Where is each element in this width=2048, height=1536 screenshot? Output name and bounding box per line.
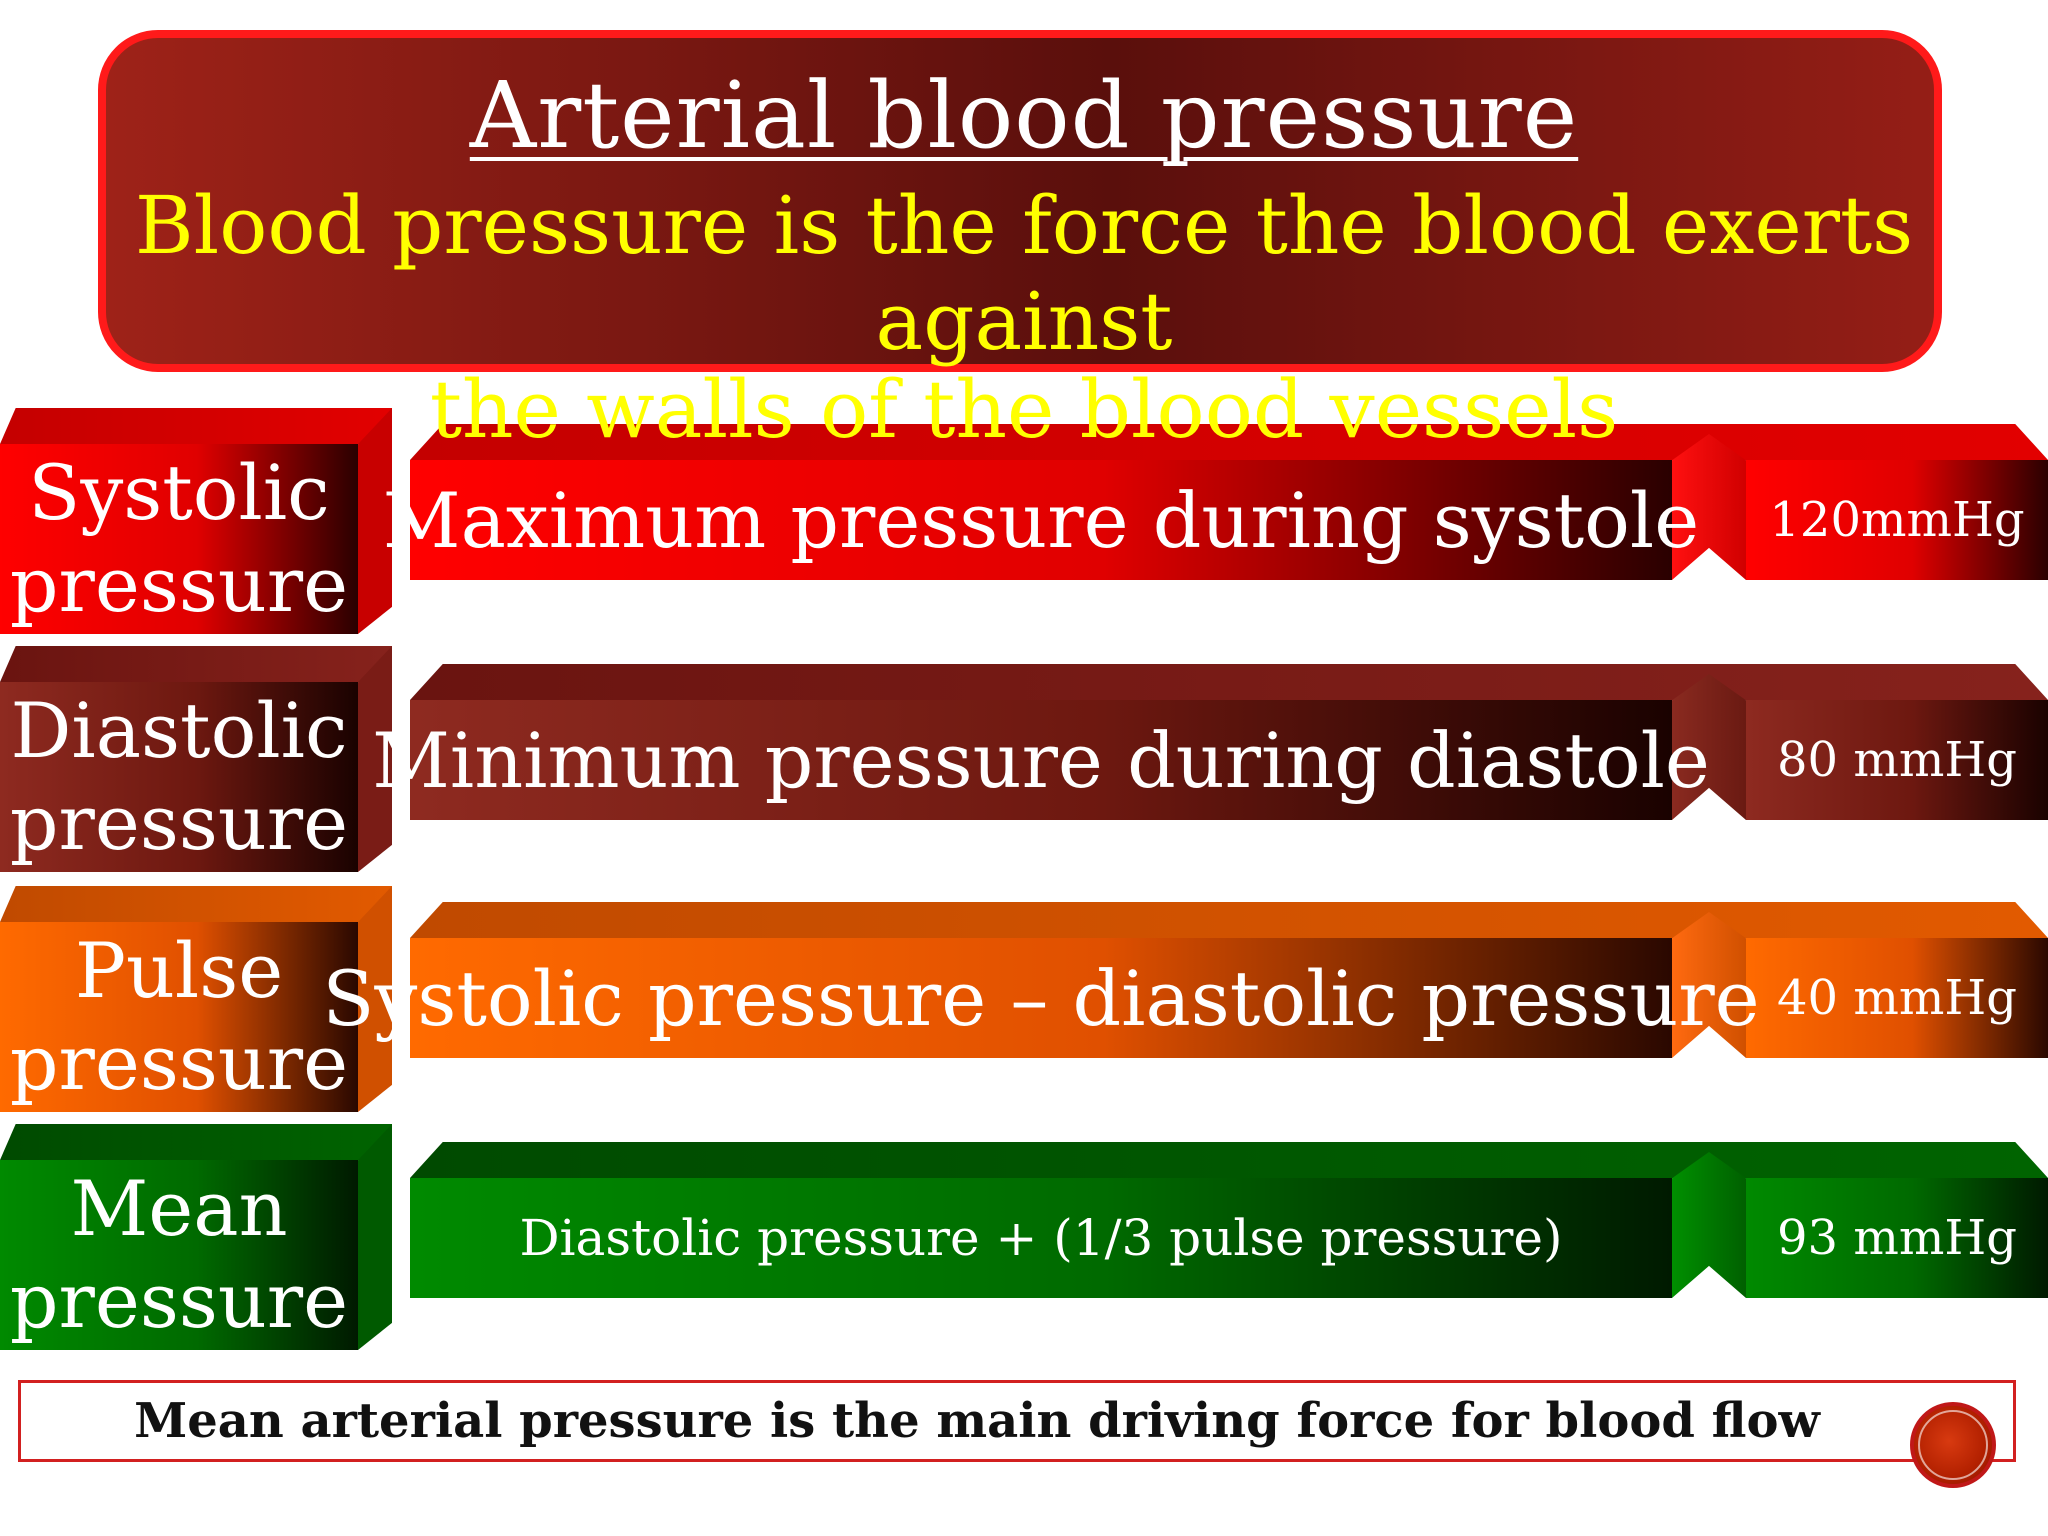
- description-mean: Diastolic pressure + (1/3 pulse pressure…: [519, 1209, 1563, 1267]
- description-pulse: Systolic pressure – diastolic pressure: [322, 953, 1760, 1043]
- label-block-pulse: Pulse pressure: [0, 886, 392, 1112]
- label-pulse-line2: pressure: [9, 1018, 349, 1107]
- label-mean-line1: Mean: [70, 1164, 288, 1253]
- value-systolic: 120mmHg: [1769, 492, 2025, 548]
- label-diastolic-line2: pressure: [9, 778, 349, 867]
- value-pulse: 40 mmHg: [1777, 970, 2017, 1026]
- label-block-diastolic: Diastolic pressure: [0, 646, 392, 872]
- slide-title: Arterial blood pressure: [469, 62, 1579, 169]
- label-systolic-line1: Systolic: [28, 448, 330, 537]
- bar-systolic: Maximum pressure during systole 120mmHg: [382, 424, 2048, 580]
- bar-diastolic: Minimum pressure during diastole 80 mmHg: [372, 664, 2048, 820]
- footer-text: Mean arterial pressure is the main drivi…: [134, 1393, 1820, 1449]
- label-block-mean: Mean pressure: [0, 1124, 392, 1350]
- value-mean: 93 mmHg: [1777, 1210, 2017, 1266]
- label-diastolic-line1: Diastolic: [10, 686, 348, 775]
- header-banner: [98, 30, 1942, 372]
- description-diastolic: Minimum pressure during diastole: [372, 715, 1710, 805]
- value-diastolic: 80 mmHg: [1777, 732, 2017, 788]
- bar-mean: Diastolic pressure + (1/3 pulse pressure…: [410, 1142, 2048, 1298]
- label-block-systolic: Systolic pressure: [0, 408, 392, 634]
- definition-line-1: Blood pressure is the force the blood ex…: [134, 179, 1914, 272]
- definition-line-3: the walls of the blood vessels: [429, 363, 1619, 456]
- label-mean-line2: pressure: [9, 1256, 349, 1345]
- label-pulse-line1: Pulse: [74, 926, 284, 1015]
- footer-box: Mean arterial pressure is the main drivi…: [18, 1380, 2016, 1462]
- definition-line-2: against: [875, 275, 1173, 368]
- seal-ring-icon: [1918, 1410, 1988, 1480]
- description-systolic: Maximum pressure during systole: [382, 475, 1700, 565]
- bar-pulse: Systolic pressure – diastolic pressure 4…: [322, 902, 2048, 1058]
- label-systolic-line2: pressure: [9, 540, 349, 629]
